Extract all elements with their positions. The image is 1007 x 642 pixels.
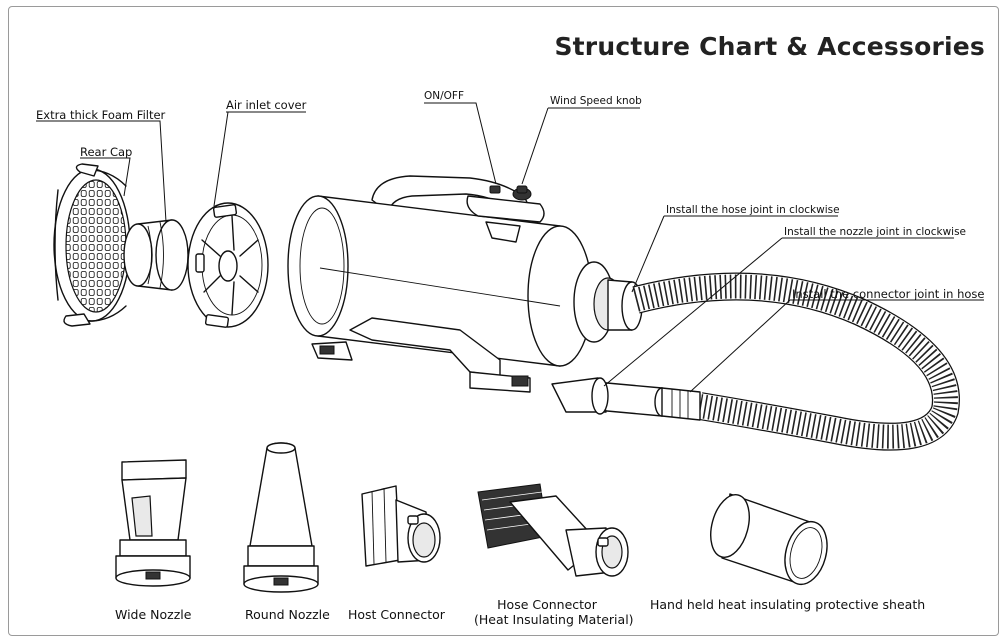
rear-cap-label: Rear Cap — [80, 145, 133, 159]
air-inlet-cover — [187, 202, 269, 328]
on-off-label: ON/OFF — [424, 90, 465, 102]
foam-filter — [123, 219, 189, 291]
hose-end-assembly — [551, 377, 701, 421]
hose-connector — [477, 483, 629, 577]
host-connector — [361, 485, 441, 567]
round-nozzle — [243, 442, 319, 593]
wind-speed-knob-label: Wind Speed knob — [550, 95, 642, 107]
wide-nozzle — [115, 459, 191, 587]
callout-leaders — [36, 102, 984, 393]
air-inlet-cover-label: Air inlet cover — [226, 98, 307, 112]
round-nozzle-caption: Round Nozzle — [245, 607, 330, 622]
hose-joint-label: Install the hose joint in clockwise — [666, 204, 840, 216]
rear-cap — [53, 163, 131, 327]
dryer-body — [287, 175, 643, 393]
sheath-caption: Hand held heat insulating protective she… — [650, 597, 926, 612]
protective-sheath — [710, 493, 828, 586]
nozzle-joint-label: Install the nozzle joint in clockwise — [784, 226, 967, 238]
hose-connector-caption-line2: (Heat Insulating Material) — [474, 612, 634, 627]
page-title: Structure Chart & Accessories — [554, 32, 985, 61]
wide-nozzle-caption: Wide Nozzle — [115, 607, 192, 622]
foam-filter-label: Extra thick Foam Filter — [36, 108, 166, 122]
hose-connector-caption-line1: Hose Connector — [497, 597, 597, 612]
connector-joint-label: Install the connector joint in hose — [792, 287, 985, 301]
hose — [632, 272, 960, 451]
diagram-frame — [8, 6, 999, 636]
hose-connector-caption: Hose Connector (Heat Insulating Material… — [474, 597, 634, 627]
host-connector-caption: Host Connector — [348, 607, 445, 622]
